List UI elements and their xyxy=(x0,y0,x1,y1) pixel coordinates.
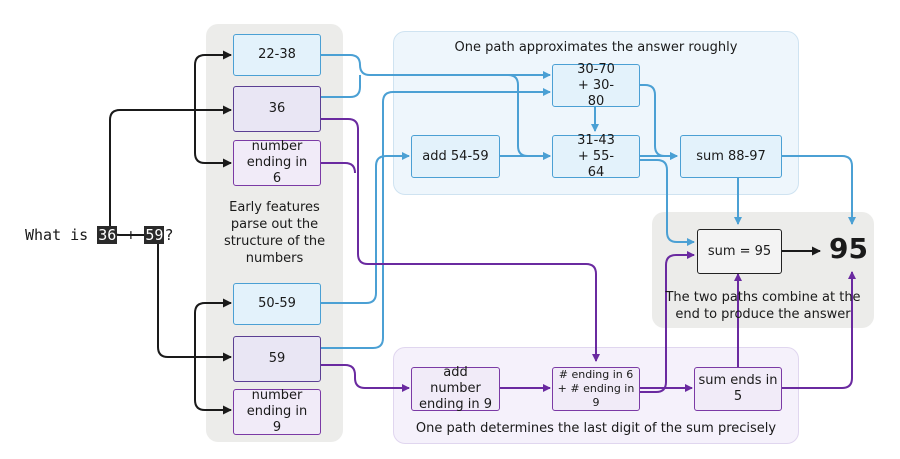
node-59: 59 xyxy=(233,336,321,382)
node-sum-88-97: sum 88-97 xyxy=(680,135,782,178)
edge-question-to-bottom xyxy=(157,244,195,358)
edge-sum88-to-answer xyxy=(782,155,856,225)
edge-22-38-to-30-70 xyxy=(321,54,551,79)
node-sum-equals-95: sum = 95 xyxy=(697,229,782,274)
edge-to-50-59 xyxy=(194,298,232,357)
edge-30-70-to-sum88 xyxy=(640,84,678,160)
edge-22-38-to-31-43 xyxy=(507,74,551,160)
edge-endings-to-sum95 xyxy=(640,251,695,393)
node-number-ending-9: number ending in 9 xyxy=(233,388,321,435)
edge-end6-to-add-end9 xyxy=(321,162,356,174)
top-path-label: One path approximates the answer roughly xyxy=(454,40,738,55)
final-answer: 95 xyxy=(829,232,868,265)
edge-36-to-30-70 xyxy=(321,87,370,103)
edge-36-to-30-70b xyxy=(321,75,361,98)
node-22-38: 22-38 xyxy=(233,34,321,76)
node-sum-ends-in-5: sum ends in 5 xyxy=(694,367,782,411)
bottom-path-label: One path determines the last digit of th… xyxy=(415,421,777,436)
edge-to-22-38 xyxy=(194,50,232,110)
edge-sum-end5-to-answer xyxy=(782,271,856,389)
node-add-54-59: add 54-59 xyxy=(411,135,500,178)
edge-31-43-to-sum95 xyxy=(640,159,695,246)
edge-question-to-top xyxy=(109,109,195,236)
edge-to-end6 xyxy=(194,110,232,168)
operand-a: 36 xyxy=(97,226,118,244)
edge-59-to-add-end9 xyxy=(321,364,410,392)
node-31-43-plus-55-64: 31-43 + 55-64 xyxy=(552,133,640,180)
edge-59-to-30-70 xyxy=(321,88,551,349)
node-number-ending-6: number ending in 6 xyxy=(233,139,321,186)
node-30-70-plus-30-80: 30-70 + 30-80 xyxy=(552,62,640,109)
node-add-number-ending-9: add number ending in 9 xyxy=(411,365,500,412)
early-features-label: Early features parse out the structure o… xyxy=(223,200,326,266)
node-endings-sum: # ending in 6 + # ending in 9 xyxy=(552,367,640,411)
edge-50-59-to-add54 xyxy=(321,152,410,304)
edge-36-to-endings xyxy=(321,118,600,362)
combine-label: The two paths combine at the end to prod… xyxy=(665,290,861,322)
edge-to-end9 xyxy=(194,357,232,415)
node-50-59: 50-59 xyxy=(233,283,321,325)
node-36: 36 xyxy=(233,86,321,132)
question-text: What is 36 + 59? xyxy=(25,226,174,244)
operand-b: 59 xyxy=(144,226,165,244)
